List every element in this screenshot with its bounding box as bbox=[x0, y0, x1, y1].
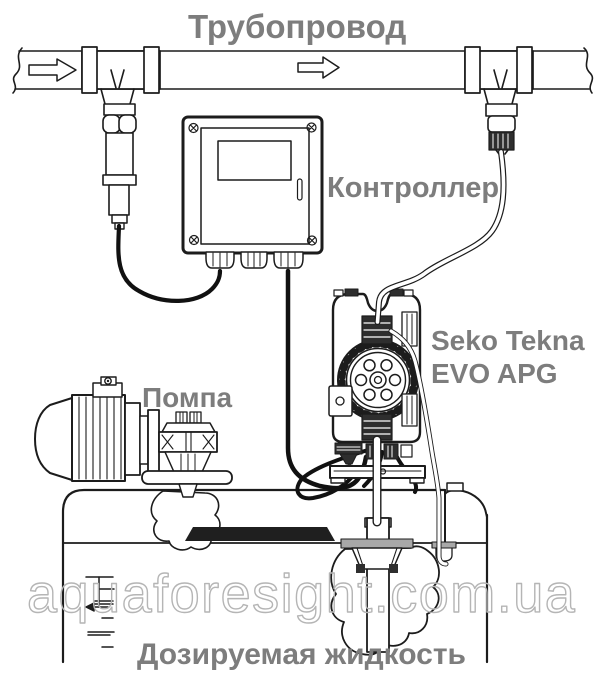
pump-base-plate bbox=[141, 470, 233, 485]
screw-icon bbox=[188, 234, 200, 246]
discharge-tube bbox=[374, 149, 507, 325]
tank-outline-left bbox=[61, 488, 447, 664]
circulation-pump bbox=[34, 376, 233, 498]
motor-end-cap bbox=[34, 397, 73, 481]
motor-eyebolt bbox=[104, 377, 112, 385]
pump-head-bolts bbox=[354, 359, 402, 401]
pump-flange-2 bbox=[139, 415, 149, 465]
screw-icon bbox=[188, 122, 199, 134]
circulation-pump-label: Помпа bbox=[142, 382, 233, 413]
tank-dome bbox=[444, 489, 488, 518]
pump-flange-disc bbox=[147, 409, 160, 473]
pump-power-cable bbox=[295, 448, 370, 501]
tee-fitting-left bbox=[81, 46, 161, 105]
flow-arrow-left bbox=[28, 58, 77, 82]
probe-hex-nut bbox=[102, 114, 121, 134]
controller-display bbox=[217, 140, 292, 181]
pump-flange-1 bbox=[124, 402, 141, 476]
controller-box bbox=[181, 115, 324, 269]
volute-bolt-marks bbox=[161, 431, 215, 453]
bleed-tube bbox=[388, 328, 449, 567]
probe-cable bbox=[116, 223, 223, 303]
pump-side-bracket bbox=[328, 385, 353, 417]
controller-led-slot bbox=[296, 178, 303, 201]
chemical-tank bbox=[61, 482, 489, 664]
controller-screws bbox=[188, 122, 318, 246]
tee-fitting-right bbox=[464, 46, 534, 105]
screw-icon bbox=[306, 235, 318, 246]
dosing-pump-label: Seko Tekna EVO APG bbox=[431, 324, 585, 390]
scale-arrow bbox=[85, 602, 95, 612]
injection-valve bbox=[485, 103, 518, 155]
pump-opening-blob bbox=[150, 490, 221, 551]
valve-hex-nut bbox=[487, 115, 516, 133]
tank-dark-pad bbox=[185, 527, 335, 541]
motor-cooling-fins bbox=[78, 396, 122, 480]
tank-dome-tab bbox=[446, 482, 464, 492]
dosing-pump bbox=[328, 288, 426, 484]
pipeline-label: Трубопровод bbox=[188, 8, 407, 45]
tank-scale bbox=[85, 576, 115, 648]
probe-body bbox=[105, 132, 134, 176]
pipe-break-right bbox=[583, 47, 594, 94]
sensor-probe bbox=[102, 103, 137, 230]
pump-connector bbox=[383, 443, 399, 460]
pump-suction-stub bbox=[178, 483, 198, 498]
cable-glands bbox=[205, 251, 304, 269]
lance-tank-fitting bbox=[340, 538, 414, 549]
dosed-liquid-label: Дозируемая жидкость bbox=[137, 638, 466, 671]
bleed-valve bbox=[334, 442, 363, 469]
flow-arrow-right bbox=[297, 56, 340, 79]
pipeline bbox=[12, 46, 594, 105]
tubing bbox=[372, 149, 507, 567]
dosing-pump-label-line2: EVO APG bbox=[431, 358, 558, 389]
bleed-tube-entry bbox=[431, 541, 457, 562]
dosing-pump-label-line1: Seko Tekna bbox=[431, 325, 585, 356]
motor-body bbox=[71, 394, 126, 482]
screw-icon bbox=[306, 122, 317, 133]
pipe-break-left bbox=[12, 47, 23, 94]
watermark-text: aquaforesight.com.ua bbox=[27, 564, 576, 624]
controller-label: Контроллер bbox=[327, 172, 500, 204]
volute-top bbox=[161, 422, 216, 433]
